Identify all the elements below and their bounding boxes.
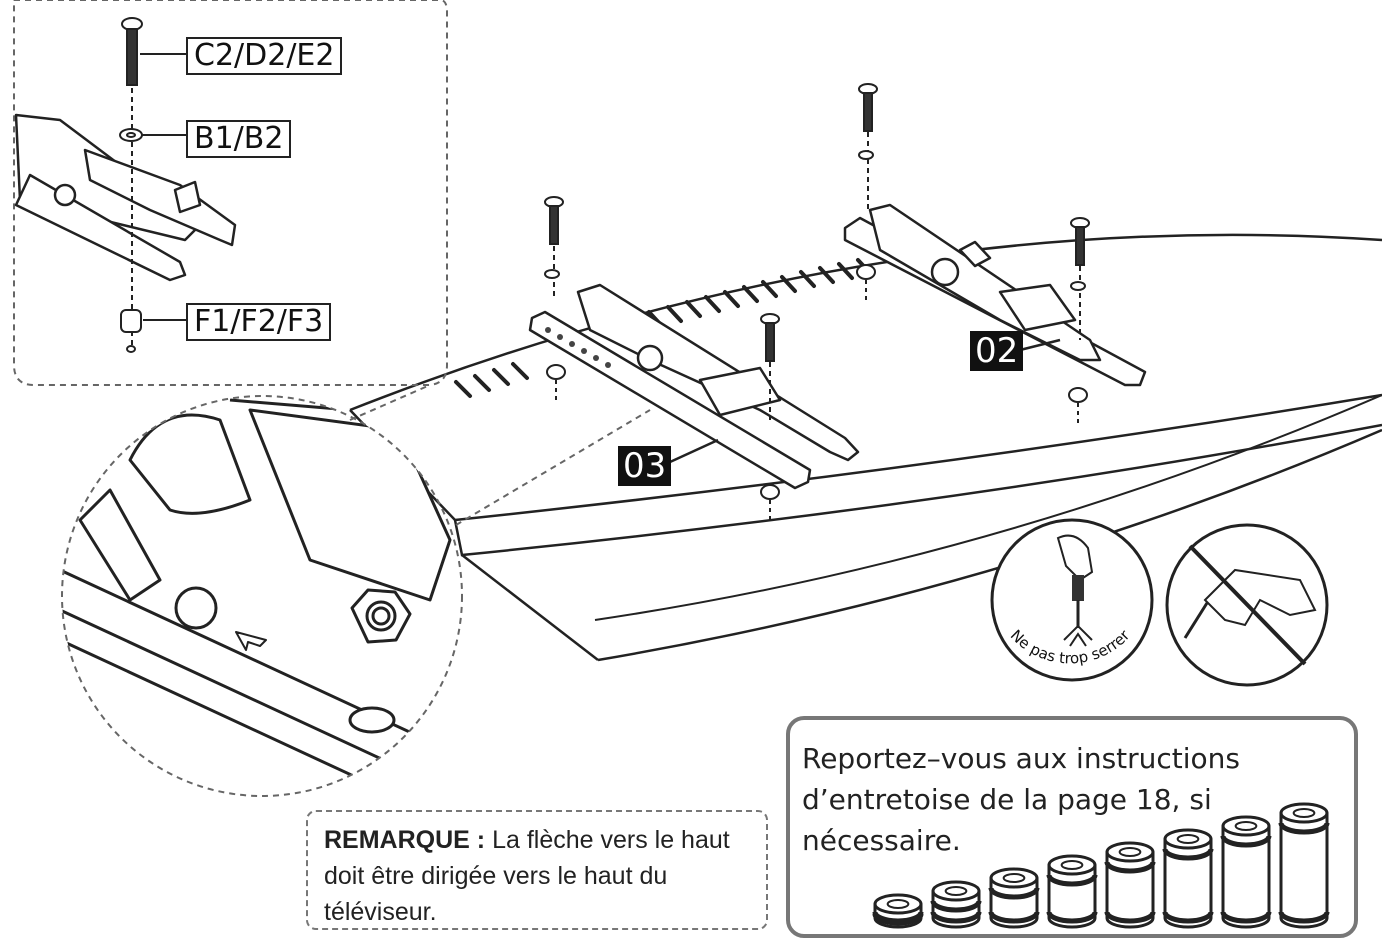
screw-right-bracket-top [856,83,878,302]
note-box: REMARQUE : La flèche vers le haut doit ê… [306,810,768,930]
spacer [988,867,1040,929]
step-badge-02: 02 [970,331,1024,371]
spacer [1104,841,1156,929]
spacer-info-box: Reportez–vous aux instructions d’entreto… [786,716,1358,938]
spacer [872,893,924,929]
fasteners [544,83,1090,520]
no-power-drill-icon [1165,523,1329,687]
note-label: REMARQUE : [324,826,486,854]
zoom-detail [61,384,651,797]
part-label-nut: F1/F2/F3 [186,303,332,341]
hand-screwdriver-icon: Ne pas trop serrer [990,518,1154,682]
spacer [1220,815,1272,929]
screw-left-bracket-bottom [760,313,780,520]
part-label-screw: C2/D2/E2 [186,37,343,75]
spacer [930,880,982,929]
spacer [1162,828,1214,929]
step-badge-03: 03 [618,446,672,486]
spacer [1278,802,1330,929]
bracket-02 [843,203,1147,387]
screw-left-bracket-top [544,196,566,400]
spacer [1046,854,1098,929]
spacer-row [872,802,1330,929]
bracket-03 [528,283,860,490]
screw-right-bracket-bottom [1068,217,1090,424]
label-03-leader [669,438,719,464]
part-label-washer: B1/B2 [186,120,292,158]
exploded-detail [13,0,448,386]
note-text: La flèche vers le haut doit être dirigée… [324,826,730,926]
label-02-leader [1019,338,1061,352]
spacer-info-text: Reportez–vous aux instructions d’entreto… [802,742,1241,857]
